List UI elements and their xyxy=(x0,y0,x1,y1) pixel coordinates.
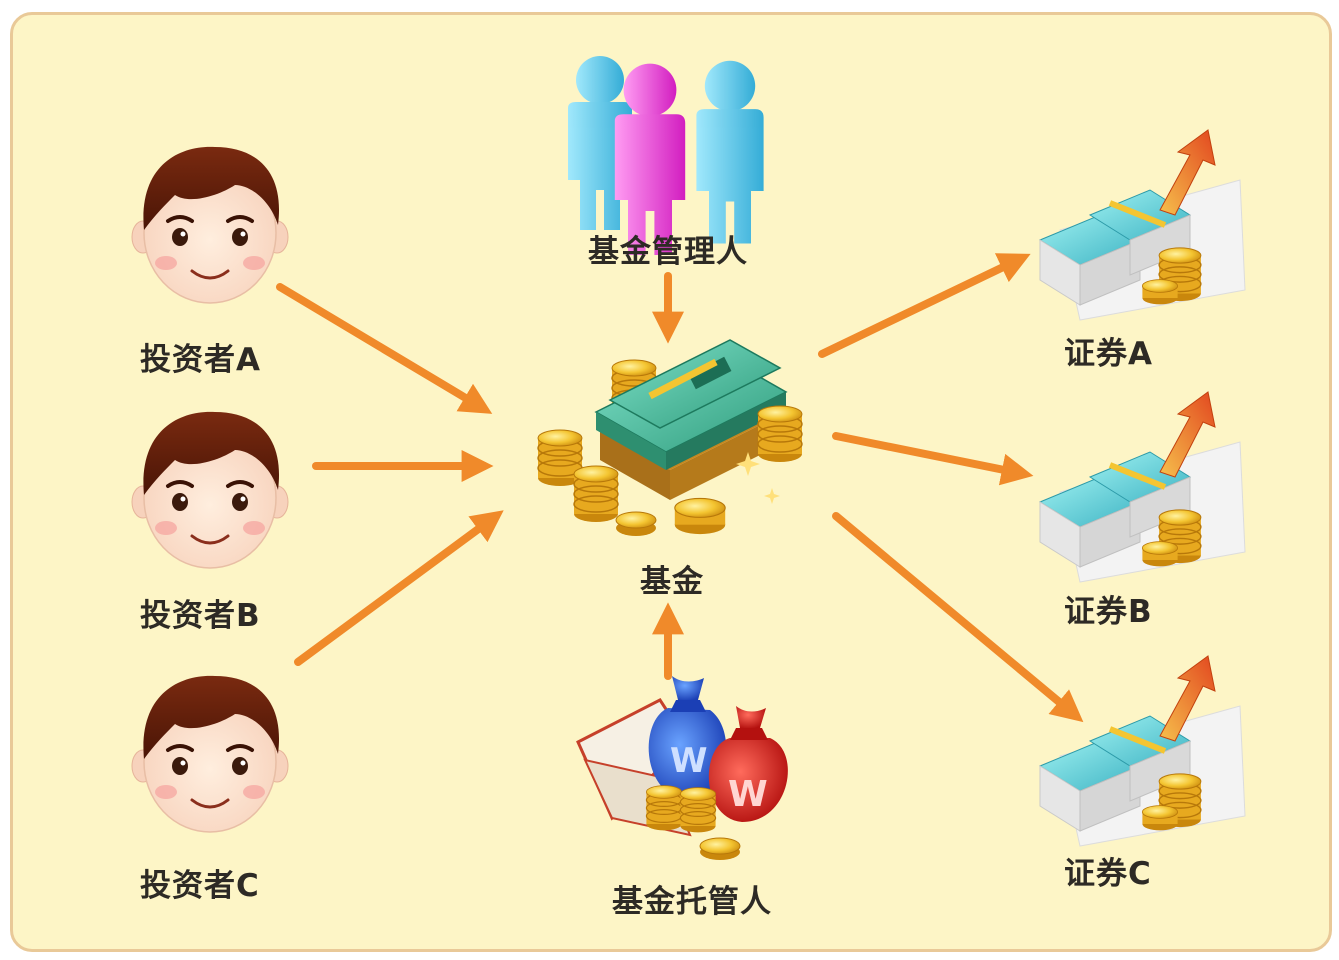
security-a-label: 证券A xyxy=(1064,336,1153,372)
investor-a-label: 投资者A xyxy=(140,342,261,378)
fund-label: 基金 xyxy=(640,564,704,600)
custodian-label: 基金托管人 xyxy=(612,884,772,920)
flow-arrows xyxy=(276,253,1084,723)
money-bags-icon: W W xyxy=(576,676,788,860)
security-c-label: 证券C xyxy=(1064,856,1152,892)
arrow-fund-to-security-b xyxy=(832,432,1034,486)
boy-face-icon xyxy=(130,144,290,305)
investor-c-label: 投资者C xyxy=(140,868,260,904)
boy-face-icon xyxy=(130,673,290,834)
banknotes-coins-uptrend-icon xyxy=(1040,130,1245,320)
bag-symbol-red: W xyxy=(728,774,768,815)
boy-face-icon xyxy=(130,409,290,570)
security-b-label: 证券B xyxy=(1064,594,1153,630)
banknotes-coins-uptrend-icon xyxy=(1040,656,1245,846)
arrow-investor-a-to-fund xyxy=(276,283,493,414)
investor-b-label: 投资者B xyxy=(140,598,261,634)
arrow-fund-to-security-a xyxy=(818,253,1031,358)
bag-symbol-blue: W xyxy=(670,741,708,781)
banknotes-coins-uptrend-icon xyxy=(1040,392,1245,582)
manager-label: 基金管理人 xyxy=(588,234,748,270)
arrow-fund-to-security-c xyxy=(832,512,1084,723)
money-stack-coins-icon xyxy=(537,339,803,536)
arrow-investor-c-to-fund xyxy=(294,510,504,666)
